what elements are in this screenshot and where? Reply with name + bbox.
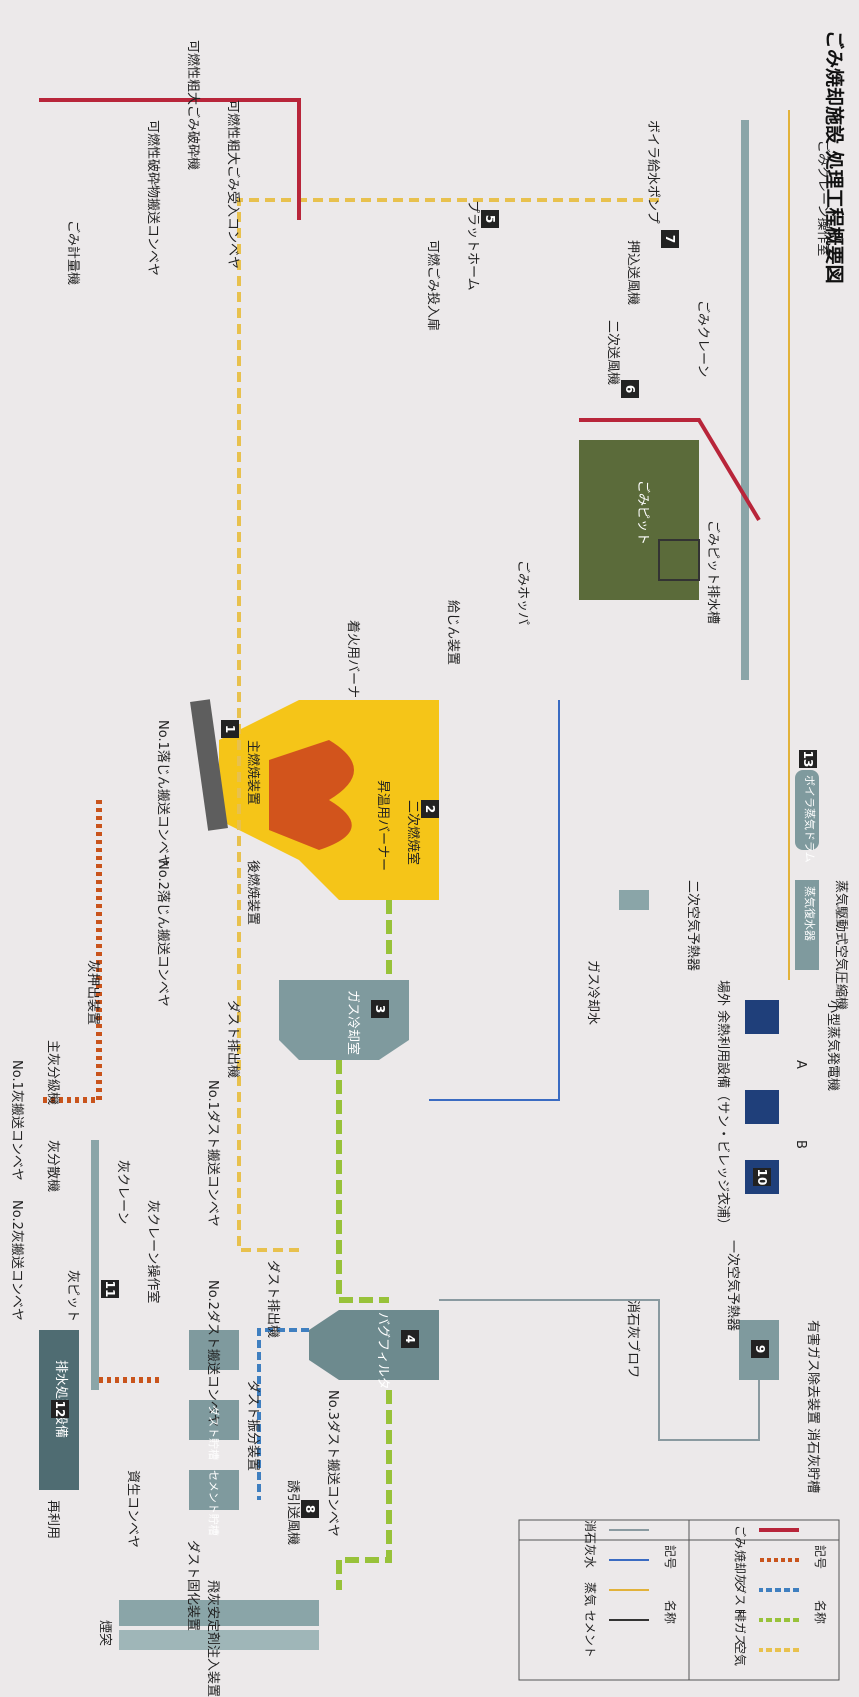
air-flow [239,900,299,1250]
generator-a [745,1000,779,1034]
legend-item: ごみ [732,1525,749,1549]
legend-table [519,1520,839,1680]
label-flyash-agent: 飛灰安定剤注入装置 [204,1580,219,1697]
label-air-condenser: 蒸気駆動式空気圧縮機 [832,880,847,1010]
marker-8: 8 [301,1500,319,1518]
marker-6: 6 [621,380,639,398]
label-dust-transfer: ダスト振分装置 [244,1380,259,1471]
label-pit-drain: ごみピット排水槽 [704,520,719,624]
label-shred-conveyor: 可燃性破砕物搬送コンベヤ [144,120,159,276]
label-post-combustion: 後燃焼装置 [244,860,259,925]
marker-13: 13 [799,750,817,768]
label-no1-ash-conv: No.1灰搬送コンベヤ [8,1060,23,1181]
marker-11: 11 [101,1280,119,1298]
label-gas-cooling-water: ガス冷却水 [584,960,599,1025]
label-door: 可燃ごみ投入扉 [424,240,439,331]
label-recycle-conv: 資生コンベヤ [124,1470,139,1548]
refuse-flow [39,100,299,220]
label-secondary-combustion: 二次燃焼室 [404,800,419,865]
legend-header-name: 名称 [812,1600,829,1624]
legend-item: 排ガス [732,1610,749,1646]
label-gen-a: A [792,1060,807,1069]
marker-12: 12 [51,1400,69,1418]
label-ignition-burner: 着火用バーナ [344,620,359,698]
label-weigher: ごみ計量機 [64,220,79,285]
label-primary-air-heater: 一次空気予熱器 [724,1240,739,1331]
label-platform: プラットホーム [464,200,479,291]
marker-3: 3 [371,1000,389,1018]
label-main-combustion: 主燃焼装置 [244,740,259,805]
label-small-gen: 小型蒸気発電機 [824,1000,839,1091]
label-boiler-pump: ボイラ給水ポンプ [644,120,659,224]
label-crane: ごみクレーン [694,300,709,377]
label-gen-b: B [792,1140,807,1149]
label-slaked-silo: 有害ガス除去装置 消石灰貯槽 [804,1320,819,1493]
label-main-ash-sorter: 主灰分級機 [44,1040,59,1105]
label-no2-drop-conv: No.2落じん搬送コンベヤ [154,860,169,1007]
legend-header-symbol-2: 記号 [662,1545,679,1569]
marker-2: 2 [421,800,439,818]
legend-item: 水 [582,1556,599,1568]
label-no3-dust-conv: No.3ダスト搬送コンベヤ [324,1390,339,1537]
label-reuse: 再利用 [44,1500,59,1539]
label-boiler-drum: ボイラ蒸気ドラム [802,775,815,863]
label-dust-out2: ダスト排出機 [264,1260,279,1338]
label-ash-crane: 灰クレーン [114,1160,129,1224]
label-secondary-air-heater: 二次空気予熱器 [684,880,699,971]
label-stack: 煙突 [96,1620,111,1646]
ash-crane-rail [91,1140,99,1390]
label-large-conveyor: 可燃性粗大ごみ受入コンベヤ [224,100,239,269]
legend-item: セメント [582,1610,599,1658]
label-ash-pit: 灰ピット [64,1270,79,1322]
legend-item: 空気 [732,1642,749,1666]
label-no1-dust-conv: No.1ダスト搬送コンベヤ [204,1080,219,1227]
gas-flow [339,1060,389,1300]
label-ash-cooler: 灰押出装置 [84,960,99,1025]
legend-item: 蒸気 [582,1582,599,1606]
legend-item: 焼却灰 [732,1550,749,1586]
label-feeder: 給じん装置 [444,600,459,665]
label-no1-drop-conv: No.1落じん搬送コンベヤ [154,720,169,867]
label-bag-filter: バグフィルタ [374,1312,389,1390]
label-forced-fan: 押込送風機 [624,240,639,305]
legend-header-name-2: 名称 [662,1600,679,1624]
slaked-lime-flow [439,1300,759,1440]
marker-10: 10 [753,1168,771,1186]
gas-flow [339,1390,389,1590]
label-gas-cooling: ガス冷却室 [344,990,359,1055]
label-induced-fan: 誘引送風機 [284,1480,299,1545]
label-hopper: ごみホッパ [514,560,529,625]
marker-1: 1 [221,720,239,738]
label-no2-ash-conv: No.2灰搬送コンベヤ [8,1200,23,1321]
label-condenser: 蒸気復水器 [802,886,815,941]
label-shredder: 可燃性粗大ごみ破砕機 [184,40,199,170]
legend-header-symbol: 記号 [812,1545,829,1569]
label-ash-sorter: 灰分散機 [44,1140,59,1192]
label-cement-silo: セメント貯槽 [206,1470,219,1536]
marker-9: 9 [751,1340,769,1358]
label-heat-use: 場外 余熱利用設備（サン・ビレッジ衣浦） [714,980,729,1231]
marker-7: 7 [661,230,679,248]
label-dust-out1: ダスト排出機 [224,1000,239,1078]
marker-5: 5 [481,210,499,228]
label-pit: ごみピット [634,480,649,545]
label-slaked-blower: 消石灰ブロワ [624,1300,639,1378]
label-dust-silo: ダスト貯槽 [206,1405,219,1460]
label-dust-solid: ダスト固化装置 [184,1540,199,1631]
label-wastewater: 排水処理設備 [52,1360,67,1438]
secondary-air-heater [619,890,649,910]
crane-rail [741,120,749,680]
marker-4: 4 [401,1330,419,1348]
label-secondary-fan: 二次送風機 [604,320,619,385]
water-flow [429,700,559,1100]
generator-b [745,1090,779,1124]
dust-flow [259,1330,309,1500]
label-startup-burner: 昇温用バーナー [374,780,389,871]
legend-item: 消石灰 [582,1520,599,1556]
label-crane-room: ごみクレーン操作室 [814,140,829,256]
label-ash-crane-room: 灰クレーン操作室 [144,1200,159,1303]
